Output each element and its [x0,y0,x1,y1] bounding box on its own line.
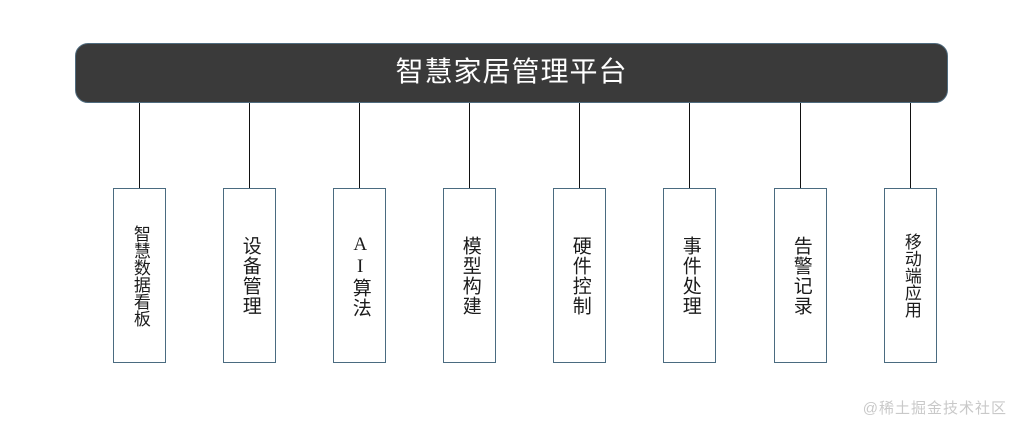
node-box-device-management[interactable]: 设备管理 [223,188,276,363]
node-box-data-dashboard[interactable]: 智慧数据看板 [113,188,166,363]
connector-line-4 [469,103,470,188]
node-box-mobile-application[interactable]: 移动端应用 [884,188,937,363]
page-title: 智慧家居管理平台 [395,57,628,88]
connector-line-7 [800,103,801,188]
connector-line-5 [579,103,580,188]
node-label: AI算法 [349,233,371,318]
node-label: 移动端应用 [901,233,921,318]
node-box-alarm-records[interactable]: 告警记录 [774,188,827,363]
node-box-hardware-control[interactable]: 硬件控制 [553,188,606,363]
node-box-event-processing[interactable]: 事件处理 [663,188,716,363]
watermark-text: @稀土掘金技术社区 [862,400,1007,417]
node-box-ai-algorithm[interactable]: AI算法 [333,188,386,363]
node-label: 智慧数据看板 [130,224,150,327]
connector-line-3 [359,103,360,188]
root-node-banner[interactable]: 智慧家居管理平台 [75,43,948,103]
connector-line-2 [249,103,250,188]
node-label: 告警记录 [790,235,812,316]
node-box-model-building[interactable]: 模型构建 [443,188,496,363]
node-label: 设备管理 [239,235,261,316]
connector-line-1 [139,103,140,188]
node-label: 模型构建 [459,235,481,316]
connector-line-6 [689,103,690,188]
node-label: 硬件控制 [569,235,591,316]
node-label: 事件处理 [679,235,701,316]
connector-line-8 [910,103,911,188]
